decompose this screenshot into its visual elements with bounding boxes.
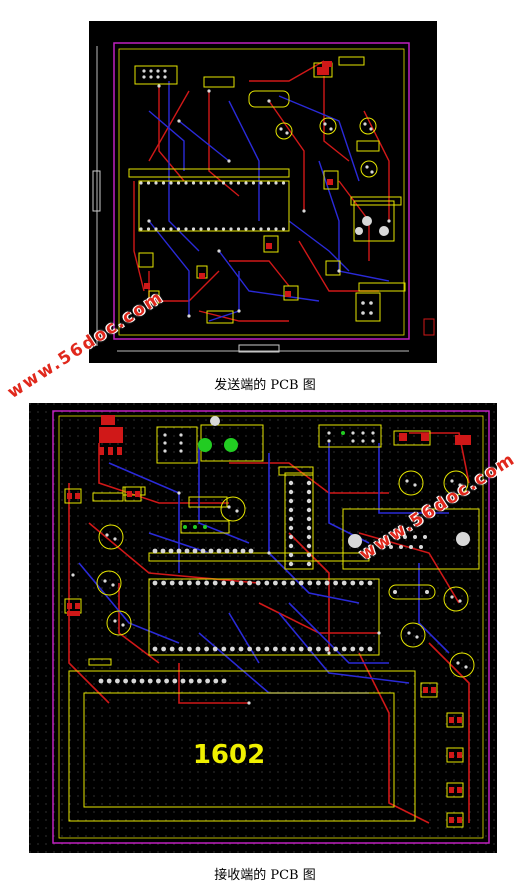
lcd-1602-label: 1602: [193, 740, 265, 770]
sender-pcb-drawing: [92, 42, 435, 353]
sender-pcb-image: [89, 21, 437, 363]
receiver-pcb-caption: 接收端的 PCB 图: [214, 868, 316, 883]
receiver-pcb-drawing: 1602: [29, 403, 497, 853]
sender-pcb-caption: 发送端的 PCB 图: [214, 378, 316, 393]
receiver-pcb-image: 1602: [29, 403, 497, 853]
